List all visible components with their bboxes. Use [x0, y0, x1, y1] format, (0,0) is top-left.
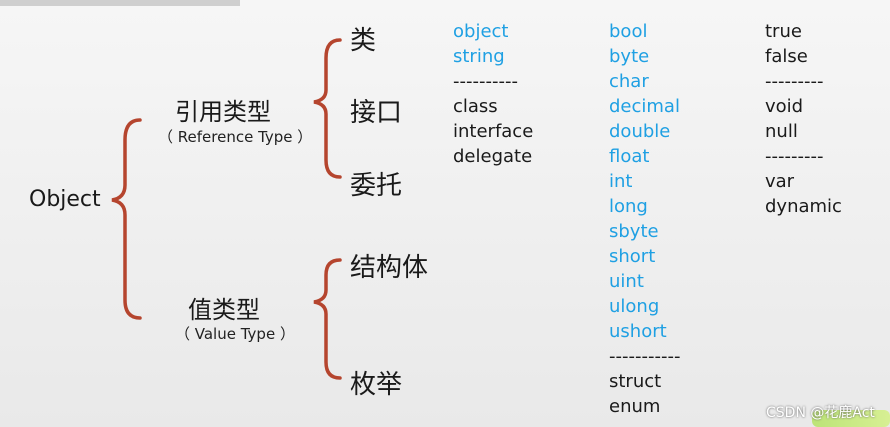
- reference-brace: [313, 38, 342, 179]
- keyword-column-1: object string ---------- class interface…: [453, 19, 533, 169]
- keyword-enum: enum: [609, 396, 661, 417]
- separator: ---------: [765, 146, 824, 167]
- keyword-string: string: [453, 46, 505, 67]
- root-brace: [111, 118, 142, 320]
- keyword-sbyte: sbyte: [609, 221, 659, 242]
- keyword-interface: interface: [453, 121, 534, 142]
- keyword-object: object: [453, 21, 509, 42]
- value-type-title: 值类型: [188, 296, 260, 324]
- keyword-ulong: ulong: [609, 296, 660, 317]
- separator: ----------: [453, 71, 518, 92]
- keyword-char: char: [609, 71, 649, 92]
- keyword-class: class: [453, 96, 498, 117]
- keyword-false: false: [765, 46, 808, 67]
- keyword-true: true: [765, 21, 802, 42]
- keyword-uint: uint: [609, 271, 644, 292]
- reference-type-title: 引用类型: [175, 98, 271, 126]
- keyword-var: var: [765, 171, 795, 192]
- reference-type-subtitle: （ Reference Type ）: [158, 128, 313, 146]
- keyword-bool: bool: [609, 21, 648, 42]
- watermark: CSDN @花鹿Act: [766, 405, 875, 421]
- keyword-short: short: [609, 246, 656, 267]
- leaf-interface: 接口: [350, 98, 403, 128]
- keyword-delegate: delegate: [453, 146, 533, 167]
- keyword-float: float: [609, 146, 650, 167]
- separator: ---------: [765, 71, 824, 92]
- keyword-struct: struct: [609, 371, 662, 392]
- keyword-null: null: [765, 121, 798, 142]
- keyword-decimal: decimal: [609, 96, 680, 117]
- leaf-enum: 枚举: [350, 370, 403, 400]
- top-strip: [0, 0, 240, 6]
- keyword-double: double: [609, 121, 671, 142]
- keyword-void: void: [765, 96, 804, 117]
- keyword-ushort: ushort: [609, 321, 667, 342]
- keyword-column-2: bool byte char decimal double float int …: [609, 19, 680, 419]
- keyword-long: long: [609, 196, 648, 217]
- separator: -----------: [609, 346, 681, 367]
- leaf-class: 类: [350, 26, 377, 56]
- value-type-subtitle: （ Value Type ）: [175, 325, 295, 343]
- decorative-blob: [812, 410, 890, 427]
- leaf-delegate: 委托: [350, 171, 403, 201]
- keyword-column-3: true false --------- void null ---------…: [765, 19, 842, 219]
- leaf-struct: 结构体: [350, 253, 429, 283]
- keyword-dynamic: dynamic: [765, 196, 842, 217]
- root-label: Object: [29, 187, 101, 212]
- keyword-int: int: [609, 171, 633, 192]
- value-brace: [313, 258, 342, 380]
- keyword-byte: byte: [609, 46, 650, 67]
